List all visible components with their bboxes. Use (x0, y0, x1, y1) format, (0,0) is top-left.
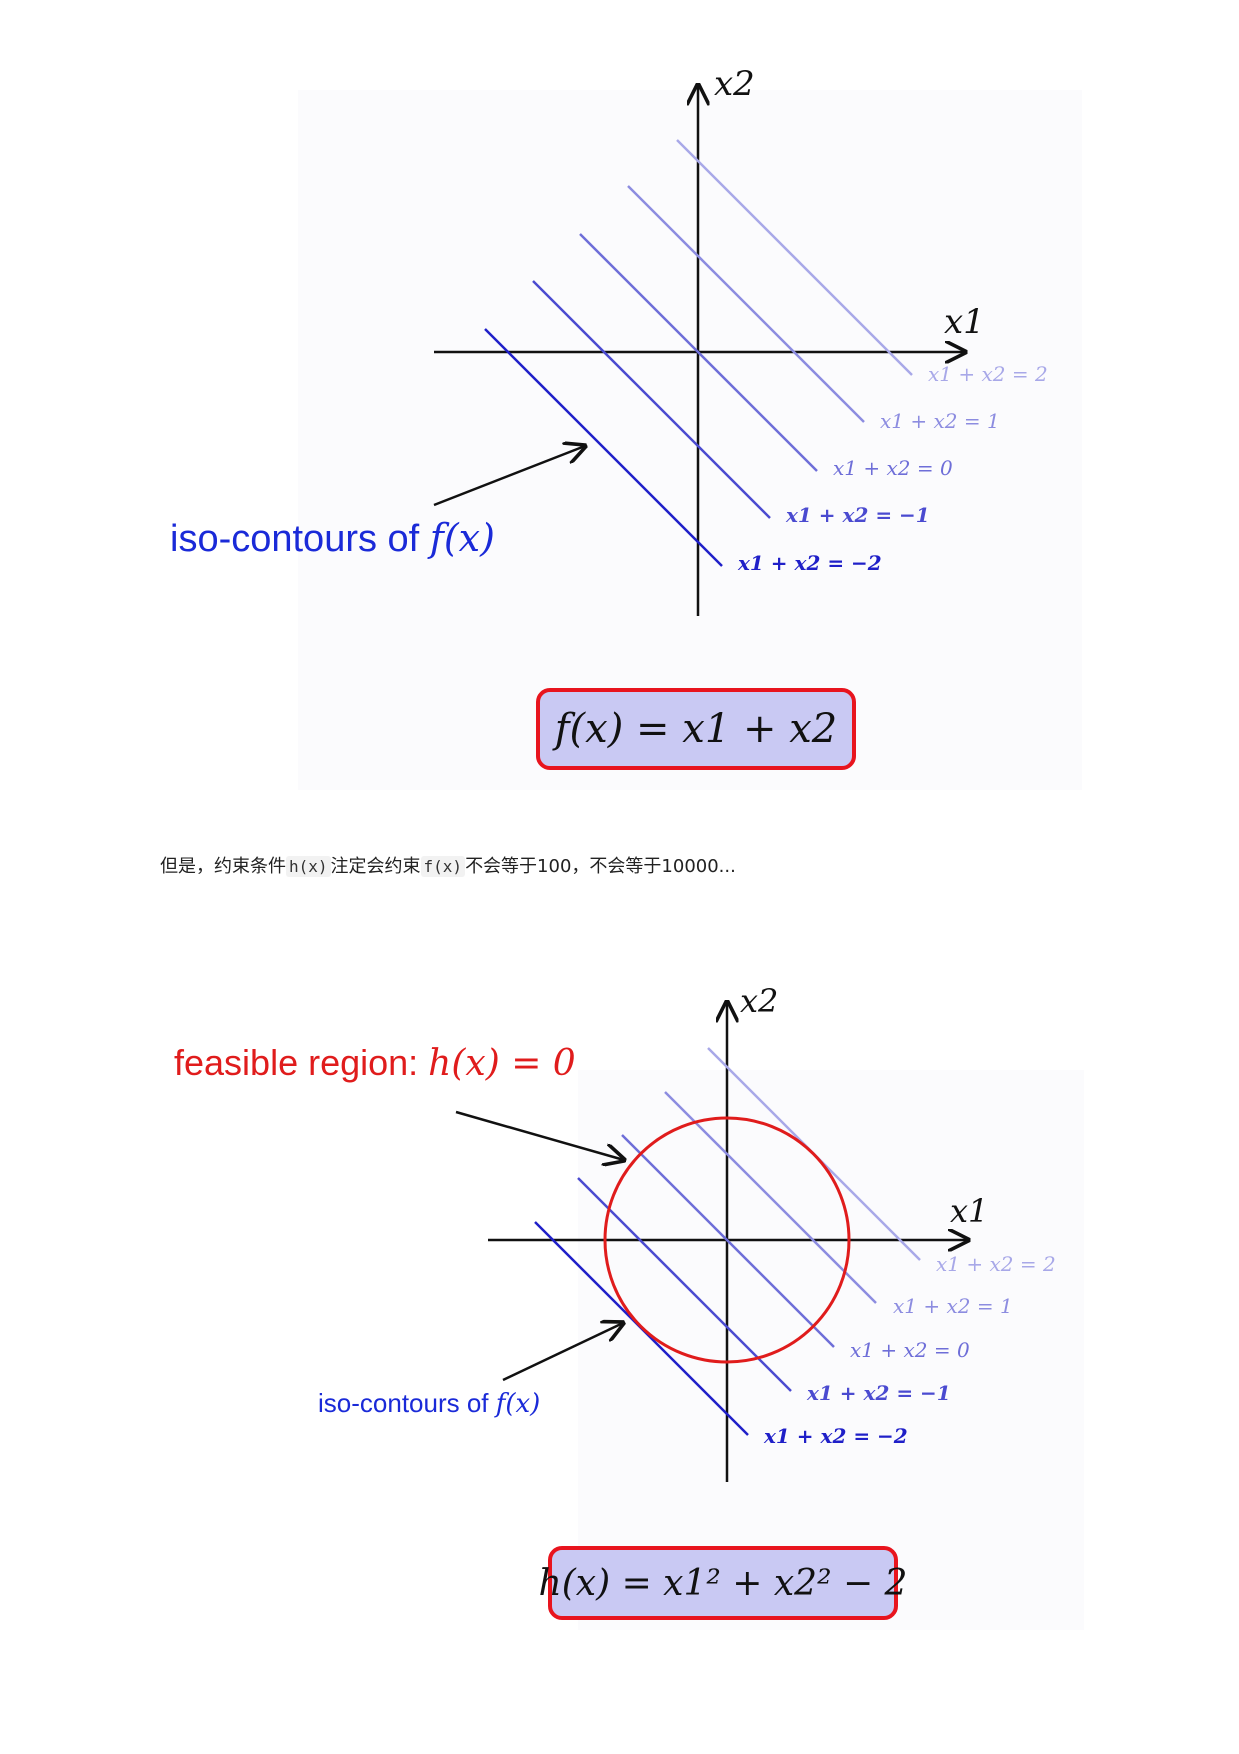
x1-axis-label-text: x1 (950, 1192, 989, 1230)
x1-axis-label: x1 (944, 302, 985, 342)
x2-axis-label: x2 (714, 64, 755, 104)
contour-line-neg2 (484, 328, 723, 567)
caption-fx: f(x) (429, 516, 495, 560)
constraint-formula: h(x) = x1² + x2² − 2 (538, 1562, 908, 1604)
x1-axis-label-text: x1 (944, 302, 985, 342)
pointer-arrow (433, 446, 585, 507)
contour-label-neg1: x1 + x2 = −1 (786, 503, 930, 527)
inline-code-f: f(x) (420, 856, 466, 877)
caption-fx: f(x) (495, 1389, 541, 1419)
contour-line-1 (664, 1091, 877, 1304)
paragraph-part-2: 注定会约束 (330, 856, 421, 877)
contour-label-2: x1 + x2 = 2 (936, 1252, 1056, 1276)
contour-line-0 (621, 1134, 835, 1348)
contour-label-2: x1 + x2 = 2 (928, 362, 1048, 386)
caption-text: iso-contours of (318, 1388, 496, 1418)
contour-line-neg1 (577, 1177, 792, 1392)
contour-line-2 (676, 139, 913, 376)
figure-iso-contours: x2 x1 x1 + x2 = 2 x1 + x2 = 1 x1 + x2 = … (0, 0, 1239, 800)
contour-line-1 (627, 185, 865, 423)
figure-background (298, 90, 1082, 790)
x2-axis-label: x2 (740, 982, 778, 1020)
contour-label-0: x1 + x2 = 0 (833, 456, 953, 480)
feasible-region-circle (603, 1116, 851, 1364)
x2-axis-label-text: x2 (740, 982, 779, 1020)
contour-pointer-arrow (502, 1323, 623, 1382)
contour-label-0: x1 + x2 = 0 (850, 1338, 970, 1362)
iso-contours-caption: iso-contours of f(x) (318, 1388, 540, 1419)
contour-label-1: x1 + x2 = 1 (880, 409, 1000, 433)
feasible-region-label: feasible region: h(x) = 0 (174, 1042, 576, 1084)
region-label-math: h(x) = 0 (428, 1043, 576, 1084)
contour-line-0 (579, 233, 818, 472)
objective-formula: f(x) = x1 + x2 (554, 706, 838, 752)
iso-contours-caption: iso-contours of f(x) (170, 516, 495, 561)
figure-feasible-region: x2 x1 feasible region: h(x) = 0 x1 + x2 … (0, 960, 1239, 1754)
paragraph-part-1: 但是，约束条件 (160, 856, 286, 877)
contour-line-neg1 (532, 280, 771, 519)
x1-axis-label: x1 (950, 1192, 988, 1230)
contour-label-neg1: x1 + x2 = −1 (807, 1381, 951, 1405)
contour-label-1: x1 + x2 = 1 (893, 1294, 1013, 1318)
contour-label-neg2: x1 + x2 = −2 (738, 551, 882, 575)
contour-label-neg2: x1 + x2 = −2 (764, 1424, 908, 1448)
objective-formula-box: f(x) = x1 + x2 (536, 688, 856, 770)
region-pointer-arrow (455, 1110, 624, 1160)
paragraph-part-3: 不会等于100，不会等于10000... (465, 856, 736, 877)
diagram-svg (455, 960, 1239, 1482)
constraint-formula-box: h(x) = x1² + x2² − 2 (539, 1546, 907, 1620)
x2-axis-label-text: x2 (714, 64, 755, 104)
diagram-svg (433, 0, 1239, 616)
caption-text: iso-contours of (170, 518, 430, 560)
inline-code-h: h(x) (286, 856, 331, 877)
region-label-text: feasible region: (174, 1042, 429, 1083)
